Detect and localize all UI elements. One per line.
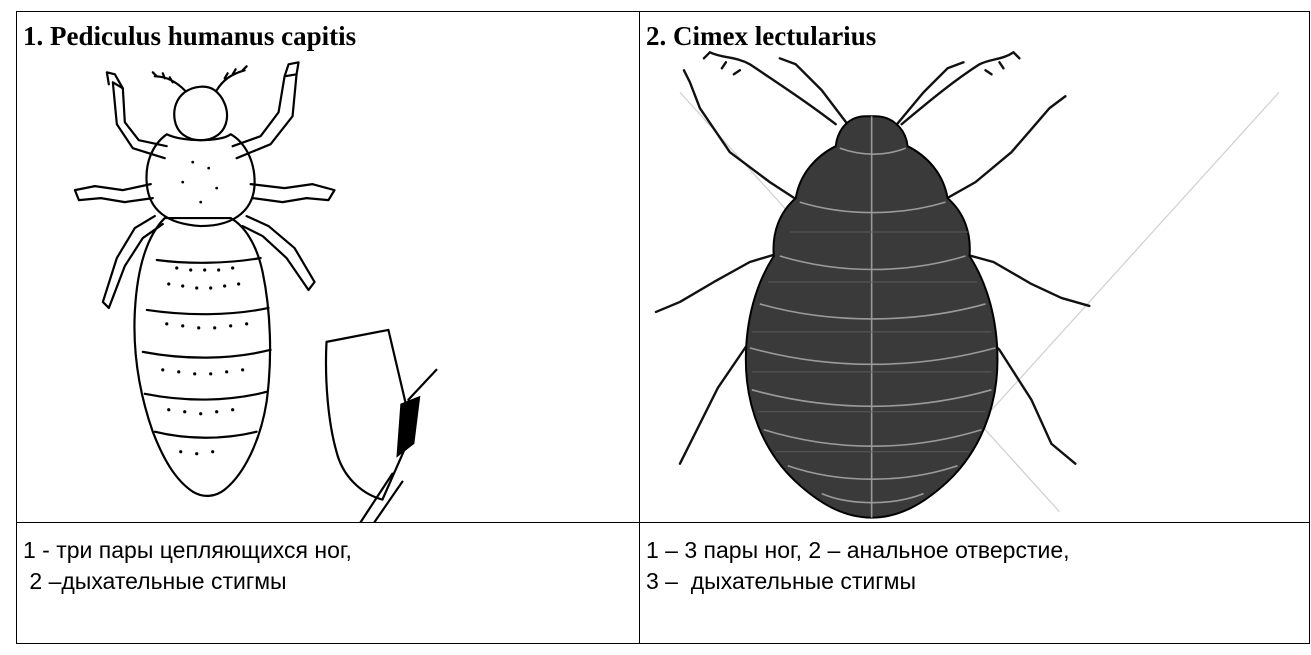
head-louse-illustration — [17, 12, 639, 522]
document-sheet: 1. Pediculus humanus capitis — [16, 11, 1309, 655]
specimen-table: 1. Pediculus humanus capitis — [16, 11, 1310, 644]
bedbug-caption: 1 – 3 пары ног, 2 – анальное отверстие, … — [646, 535, 1309, 597]
louse-image-cell: 1. Pediculus humanus capitis — [17, 12, 640, 523]
bedbug-caption-cell: 1 – 3 пары ног, 2 – анальное отверстие, … — [640, 523, 1310, 644]
bedbug-caption-line-1: 1 – 3 пары ног, 2 – анальное отверстие, — [646, 535, 1309, 566]
louse-caption: 1 - три пары цепляющихся ног, 2 –дыхател… — [23, 535, 639, 597]
louse-caption-cell: 1 - три пары цепляющихся ног, 2 –дыхател… — [17, 523, 640, 644]
louse-caption-line-1: 1 - три пары цепляющихся ног, — [23, 535, 639, 566]
bedbug-image-cell: 2. Cimex lectularius — [640, 12, 1310, 523]
bedbug-caption-line-2: 3 – дыхательные стигмы — [646, 566, 1309, 597]
louse-caption-line-2: 2 –дыхательные стигмы — [23, 566, 639, 597]
image-row: 1. Pediculus humanus capitis — [17, 12, 1310, 523]
caption-row: 1 - три пары цепляющихся ног, 2 –дыхател… — [17, 523, 1310, 644]
bed-bug-illustration — [640, 12, 1309, 522]
